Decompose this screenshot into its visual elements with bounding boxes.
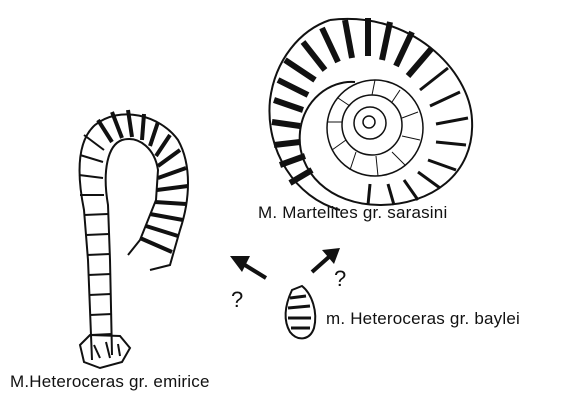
heteroceras-emirice-drawing [79,110,188,368]
arrow-to-heteroceras-emirice [230,256,266,278]
question-mark-right: ? [334,266,346,292]
heteroceras-baylei-drawing [286,286,316,338]
question-mark-left: ? [231,287,243,313]
label-heteroceras-emirice: M.Heteroceras gr. emirice [10,372,210,392]
label-heteroceras-baylei: m. Heteroceras gr. baylei [326,309,520,329]
martelites-ammonite-drawing [269,18,472,210]
label-martelites: M. Martelites gr. sarasini [258,203,447,223]
